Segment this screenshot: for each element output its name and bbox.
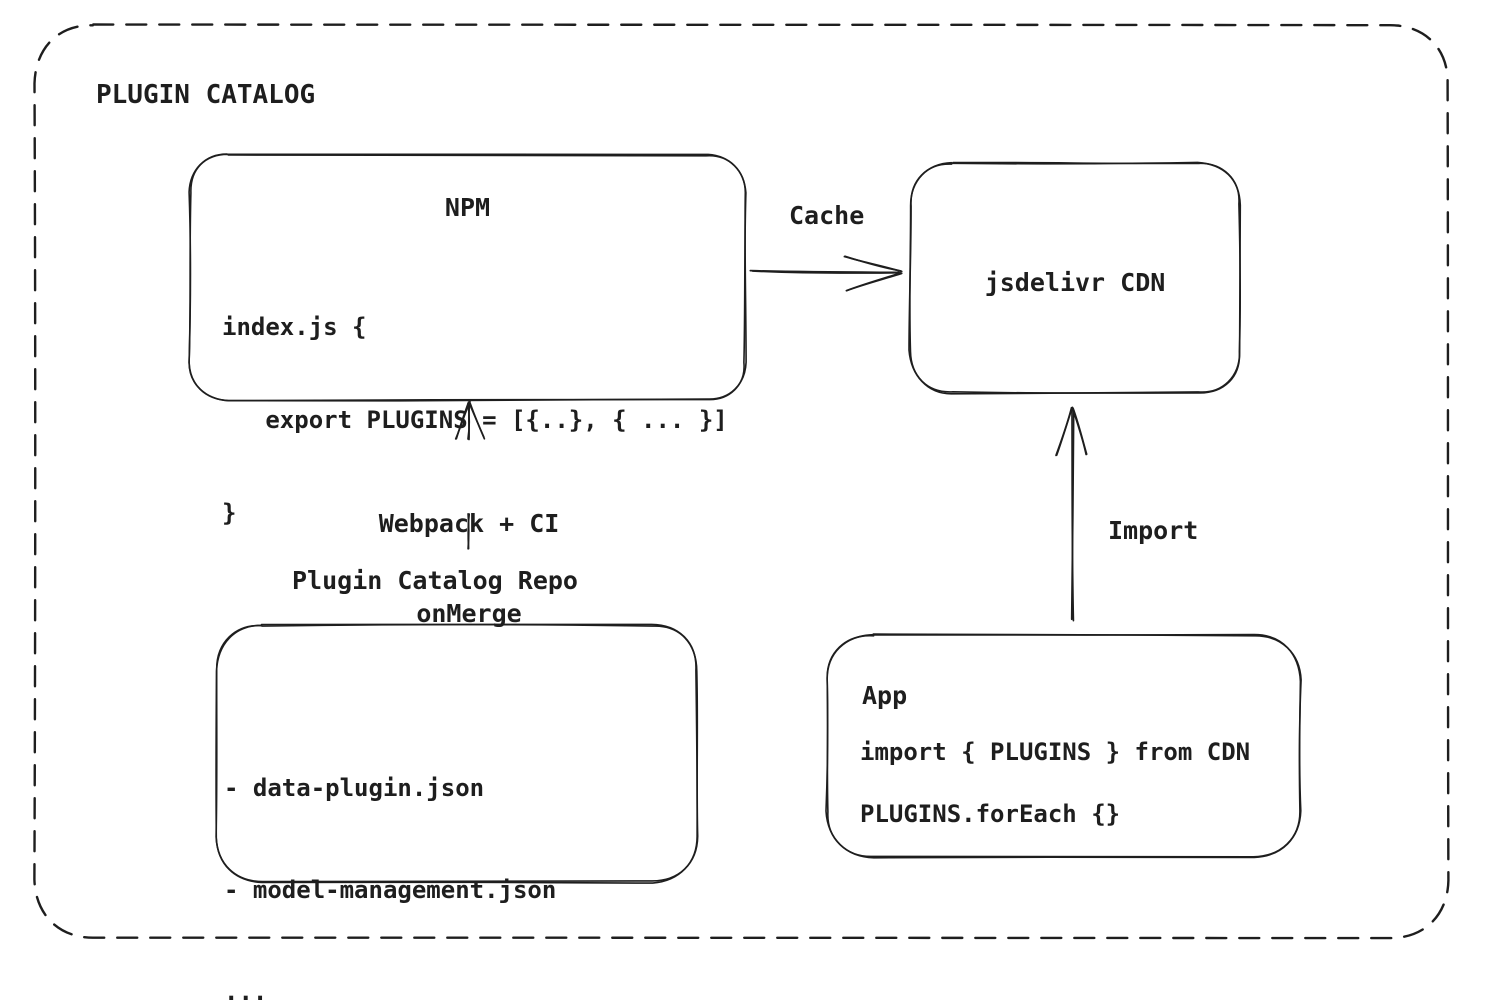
repo-file-item: - model-management.json: [224, 876, 557, 904]
app-box: [825, 633, 1302, 859]
import-arrow-label: Import: [1108, 516, 1199, 545]
cache-arrow-label: Cache: [789, 201, 865, 230]
build-arrow-label-line: onMerge: [416, 599, 522, 628]
repo-file-item: - data-plugin.json: [224, 774, 485, 802]
app-code-line: PLUGINS.forEach {}: [860, 800, 1121, 828]
repo-file-list: - data-plugin.json - model-management.js…: [224, 703, 556, 1002]
build-arrow: [454, 400, 486, 550]
import-arrow: [1055, 406, 1088, 622]
build-arrow-label-line: Webpack + CI: [378, 509, 560, 538]
cdn-box: [908, 161, 1242, 395]
npm-box: [188, 153, 747, 402]
cdn-box-label: jsdelivr CDN: [984, 268, 1166, 297]
npm-code-block: index.js { export PLUGINS = [{..}, { ...…: [222, 250, 728, 591]
repo-box: [215, 623, 699, 884]
cache-arrow: [749, 255, 903, 292]
npm-box-title: NPM: [444, 193, 491, 222]
repo-file-item: ...: [224, 978, 268, 1002]
app-code-line: import { PLUGINS } from CDN: [860, 738, 1251, 766]
catalog-dashed-border: [33, 23, 1450, 940]
npm-code-line: }: [222, 499, 237, 527]
catalog-title: PLUGIN CATALOG: [96, 80, 316, 110]
app-box-title: App: [862, 681, 908, 710]
npm-code-line: index.js {: [222, 313, 367, 341]
repo-box-label: Plugin Catalog Repo: [292, 566, 578, 595]
npm-code-line: export PLUGINS = [{..}, { ... }]: [222, 406, 728, 434]
build-arrow-label: Webpack + CI onMerge: [343, 449, 595, 689]
